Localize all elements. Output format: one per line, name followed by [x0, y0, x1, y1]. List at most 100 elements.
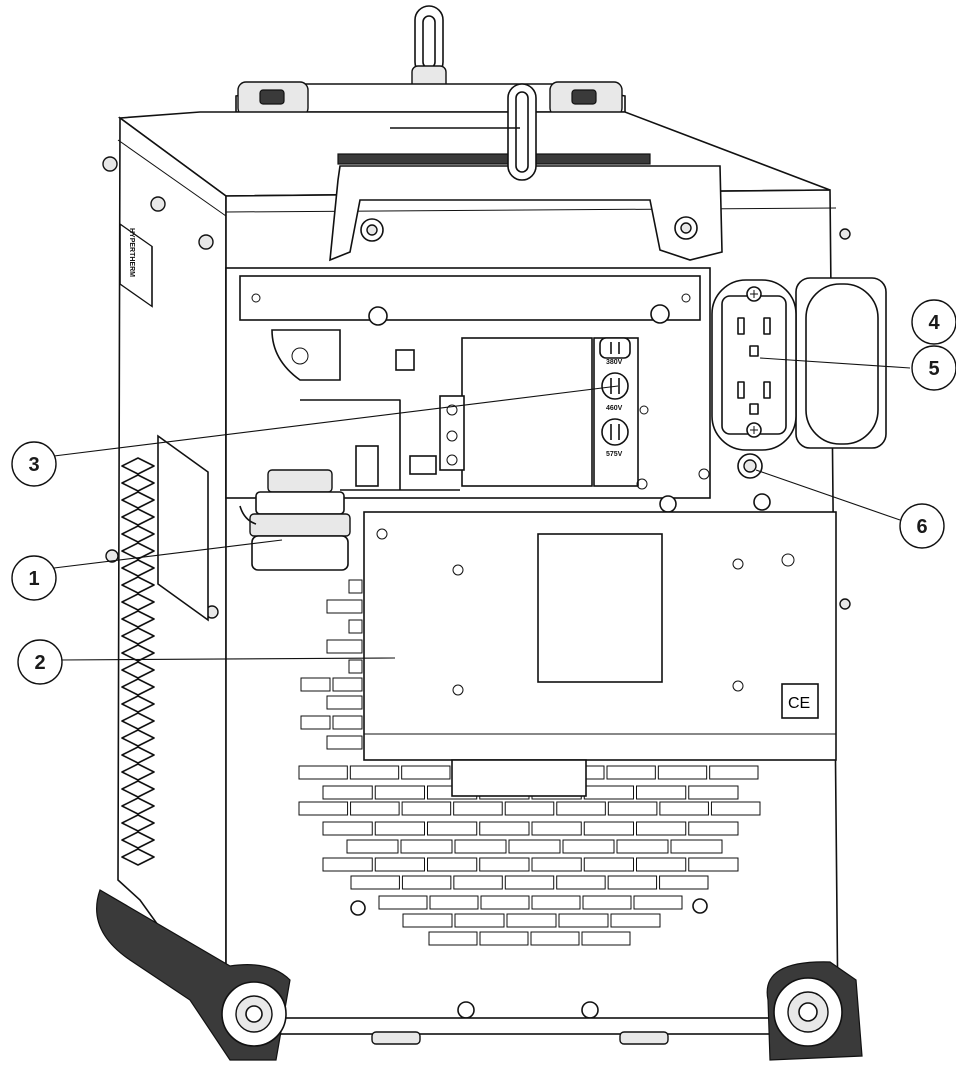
- louver-slot: [121, 542, 155, 560]
- lifting-eye: [411, 5, 447, 97]
- grill-slot: [401, 765, 451, 780]
- grill-slot: [531, 857, 582, 872]
- grill-slot: [348, 619, 363, 634]
- grill-slot: [607, 801, 658, 816]
- louver-slot: [121, 729, 155, 747]
- fan-grill: [298, 579, 761, 946]
- louver-slot: [121, 491, 155, 509]
- grill-slot: [607, 875, 658, 890]
- grill-slot: [300, 715, 331, 730]
- grill-slot: [300, 677, 331, 692]
- side-fasteners: [102, 156, 851, 619]
- louver-slot: [121, 814, 155, 832]
- louver-slot: [121, 508, 155, 526]
- voltage-terminal-380: [599, 337, 631, 359]
- grill-slot: [530, 931, 580, 946]
- grill-slot: [322, 785, 373, 800]
- grill-slot: [322, 857, 373, 872]
- grill-slot: [346, 839, 399, 854]
- grill-slot: [531, 821, 582, 836]
- grill-slot: [332, 677, 363, 692]
- brand-label: HYPERTHERM: [119, 222, 153, 308]
- grill-slot: [350, 875, 400, 890]
- louver-slot: [121, 678, 155, 696]
- grill-slot: [583, 821, 634, 836]
- louver-slot: [121, 746, 155, 764]
- grill-slot: [454, 839, 507, 854]
- louver-slot: [121, 457, 155, 475]
- grill-slot: [479, 931, 529, 946]
- callout-label: 3: [28, 454, 39, 476]
- louver-slot: [121, 525, 155, 543]
- grommet: [659, 453, 771, 513]
- grill-slot: [636, 857, 687, 872]
- grill-slot: [322, 821, 373, 836]
- grill-slot: [556, 875, 606, 890]
- callout-label: 1: [28, 568, 39, 590]
- grill-slot: [710, 801, 761, 816]
- grill-slot: [504, 875, 555, 890]
- grill-slot: [556, 801, 606, 816]
- callout-label: 2: [34, 652, 45, 674]
- grill-slot: [453, 875, 503, 890]
- louver-slot: [121, 712, 155, 730]
- louver-slot: [121, 593, 155, 611]
- grill-slot: [659, 875, 709, 890]
- grill-slot: [688, 857, 739, 872]
- grill-slot: [606, 765, 656, 780]
- top-carry-handle: [235, 81, 626, 117]
- grill-slot: [401, 875, 452, 890]
- grill-slot: [400, 839, 453, 854]
- louver-slot: [121, 627, 155, 645]
- grill-slot: [402, 913, 453, 928]
- louver-slot: [121, 661, 155, 679]
- wheel-right: [766, 961, 863, 1061]
- grill-slot: [332, 715, 363, 730]
- grill-slot: [610, 913, 661, 928]
- grill-slot: [298, 801, 349, 816]
- voltage-compartment: 380V 460V 575V: [225, 267, 711, 499]
- louver-slot: [121, 576, 155, 594]
- grill-slot: [582, 895, 632, 910]
- grill-slot: [636, 785, 687, 800]
- grill-slot: [479, 857, 530, 872]
- front-screws: [350, 898, 708, 1019]
- grill-slot: [558, 913, 609, 928]
- grill-slot: [378, 895, 428, 910]
- louver-slot: [121, 559, 155, 577]
- grill-slot: [326, 735, 363, 750]
- grill-slot: [688, 821, 739, 836]
- side-louvers: [121, 457, 155, 866]
- grill-slot: [480, 895, 530, 910]
- grill-slot: [508, 839, 561, 854]
- grill-slot: [633, 895, 683, 910]
- grill-slot: [504, 801, 555, 816]
- grill-slot: [670, 839, 723, 854]
- side-plate: [157, 434, 209, 622]
- louver-slot: [121, 831, 155, 849]
- voltage-label-460: 460V: [606, 405, 623, 412]
- grill-slot: [374, 785, 425, 800]
- callout-3: 3: [11, 441, 57, 487]
- callout-label: 4: [928, 312, 940, 334]
- grill-slot: [453, 801, 503, 816]
- grill-slot: [427, 821, 478, 836]
- callout-2: 2: [17, 639, 63, 685]
- ce-mark: CE: [788, 695, 810, 712]
- grill-slot: [326, 695, 363, 710]
- duplex-receptacle: [711, 279, 797, 451]
- grill-slot: [506, 913, 557, 928]
- grill-slot: [326, 639, 363, 654]
- grill-slot: [429, 895, 479, 910]
- louver-slot: [121, 644, 155, 662]
- callout-label: 6: [916, 516, 927, 538]
- callout-6: 6: [899, 503, 945, 549]
- callout-5: 5: [911, 345, 956, 391]
- louver-slot: [121, 848, 155, 866]
- grill-slot: [479, 821, 530, 836]
- voltage-label-380: 380V: [606, 359, 623, 366]
- grill-slot: [326, 599, 363, 614]
- louver-slot: [121, 763, 155, 781]
- louver-slot: [121, 797, 155, 815]
